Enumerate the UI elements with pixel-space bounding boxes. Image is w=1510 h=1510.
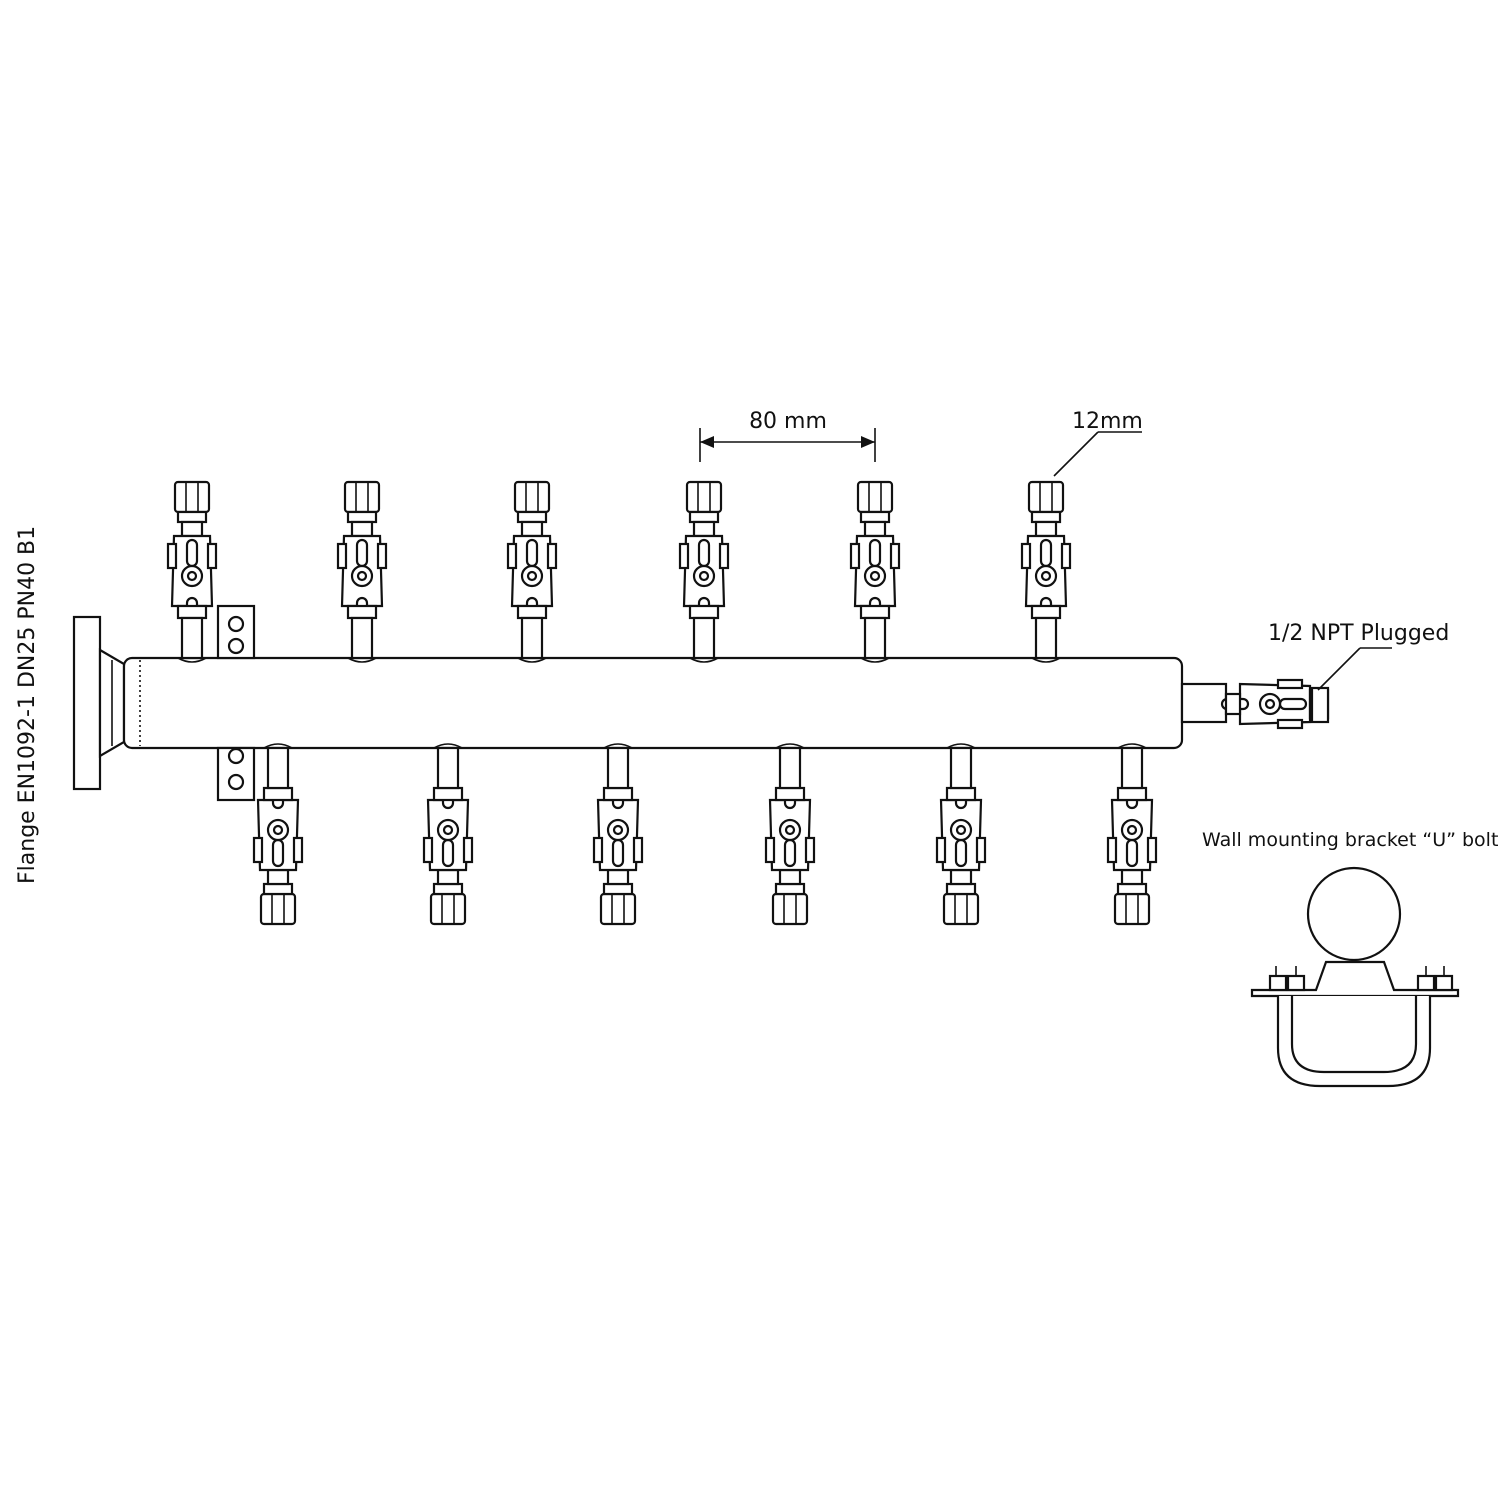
bottom-valve-2 — [422, 742, 474, 926]
header-pipe — [122, 656, 1228, 750]
plugged-valve — [1220, 678, 1330, 730]
bottom-valve-4 — [764, 742, 816, 926]
flange-label: Flange EN1092-1 DN25 PN40 B1 — [15, 526, 40, 884]
spacing-dimension — [699, 428, 876, 462]
top-valve-2 — [336, 480, 388, 664]
top-valve-3 — [506, 480, 558, 664]
npt-plug — [1310, 686, 1330, 724]
top-valve-1 — [166, 480, 218, 664]
flange — [72, 615, 126, 791]
mounting-bracket-top — [216, 604, 256, 660]
plug-label: 1/2 NPT Plugged — [1268, 621, 1449, 646]
bottom-valve-5 — [935, 742, 987, 926]
top-valve-4 — [678, 480, 730, 664]
mounting-bracket-bottom — [216, 746, 256, 802]
spacing-label: 80 mm — [749, 409, 827, 434]
tube-size-label: 12mm — [1072, 409, 1143, 434]
top-valve-6 — [1020, 480, 1072, 664]
bottom-valve-1 — [252, 742, 304, 926]
plug-leader — [1317, 647, 1392, 691]
top-valve-5 — [849, 480, 901, 664]
tube-size-leader — [1053, 431, 1142, 477]
bracket-label: Wall mounting bracket “U” bolt — [1202, 829, 1498, 851]
bottom-valve-3 — [592, 742, 644, 926]
u-bolt-bracket — [1250, 866, 1460, 1088]
bottom-valve-6 — [1106, 742, 1158, 926]
